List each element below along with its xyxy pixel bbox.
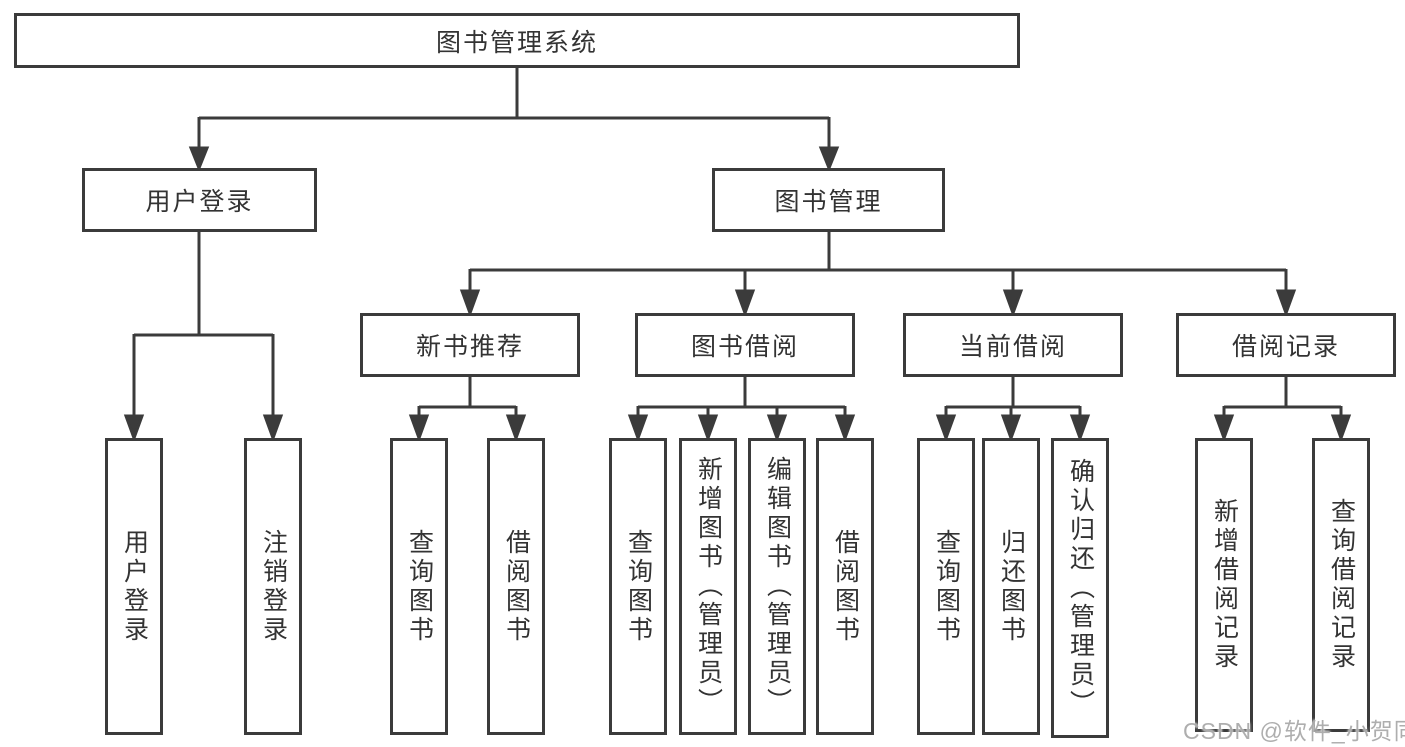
arrow-down-icon xyxy=(935,414,957,443)
node-book-management: 图书管理 xyxy=(712,168,945,232)
arrow-down-icon xyxy=(459,289,481,318)
node-borrow-books: 借阅图书 xyxy=(816,438,874,735)
node-label: 用户登录 xyxy=(145,188,254,216)
node-label: 图书管理系统 xyxy=(435,28,598,57)
node-add-books-admin: 新增图书（管理员） xyxy=(679,438,737,735)
arrow-down-icon xyxy=(1069,414,1091,443)
node-new-book-recommendation: 新书推荐 xyxy=(360,313,580,377)
node-label: 新增图书（管理员） xyxy=(694,456,723,717)
node-label: 注销登录 xyxy=(259,528,288,645)
node-label: 用户登录 xyxy=(120,528,149,645)
node-confirm-return-admin: 确认归还（管理员） xyxy=(1051,438,1109,738)
node-label: 编辑图书（管理员） xyxy=(763,456,792,717)
node-label: 借阅图书 xyxy=(502,528,531,645)
arrow-down-icon xyxy=(1275,289,1297,318)
arrow-down-icon xyxy=(766,414,788,443)
node-edit-books-admin: 编辑图书（管理员） xyxy=(748,438,806,735)
node-label: 图书管理 xyxy=(774,188,883,216)
node-label: 当前借阅 xyxy=(958,333,1067,361)
node-library-management-system: 图书管理系统 xyxy=(14,13,1020,68)
node-label: 查询图书 xyxy=(624,528,653,645)
node-borrow-books-recommend: 借阅图书 xyxy=(487,438,545,735)
arrow-down-icon xyxy=(1213,414,1235,443)
node-label: 确认归还（管理员） xyxy=(1066,457,1095,719)
node-current-borrowing: 当前借阅 xyxy=(903,313,1123,377)
arrow-down-icon xyxy=(834,414,856,443)
node-query-books-borrow: 查询图书 xyxy=(609,438,667,735)
arrow-down-icon xyxy=(1000,414,1022,443)
node-label: 借阅图书 xyxy=(831,528,860,645)
node-label: 图书借阅 xyxy=(690,333,799,361)
arrow-down-icon xyxy=(1002,289,1024,318)
arrow-down-icon xyxy=(505,414,527,443)
node-borrowing-records: 借阅记录 xyxy=(1176,313,1396,377)
arrow-down-icon xyxy=(627,414,649,443)
node-label: 查询借阅记录 xyxy=(1327,498,1356,672)
csdn-watermark: CSDN @软件_小贺同学 xyxy=(1183,718,1405,744)
node-add-borrow-record: 新增借阅记录 xyxy=(1195,438,1253,732)
node-label: 查询图书 xyxy=(405,528,434,645)
arrow-down-icon xyxy=(188,146,210,173)
arrow-down-icon xyxy=(408,414,430,443)
node-label: 借阅记录 xyxy=(1231,333,1340,361)
node-label: 归还图书 xyxy=(997,528,1026,645)
node-label: 新增借阅记录 xyxy=(1210,498,1239,672)
node-query-borrow-record: 查询借阅记录 xyxy=(1312,438,1370,732)
arrow-down-icon xyxy=(262,414,284,443)
node-label: 查询图书 xyxy=(932,528,961,645)
node-query-books-recommend: 查询图书 xyxy=(390,438,448,735)
arrow-down-icon xyxy=(1330,414,1352,443)
node-user-login-leaf: 用户登录 xyxy=(105,438,163,735)
arrow-down-icon xyxy=(818,146,840,173)
arrow-down-icon xyxy=(697,414,719,443)
node-label: 新书推荐 xyxy=(415,333,524,361)
arrow-down-icon xyxy=(734,289,756,318)
node-query-books-current: 查询图书 xyxy=(917,438,975,735)
node-user-login: 用户登录 xyxy=(82,168,317,232)
arrow-down-icon xyxy=(123,414,145,443)
node-logout: 注销登录 xyxy=(244,438,302,735)
node-book-borrowing: 图书借阅 xyxy=(635,313,855,377)
node-return-books: 归还图书 xyxy=(982,438,1040,735)
